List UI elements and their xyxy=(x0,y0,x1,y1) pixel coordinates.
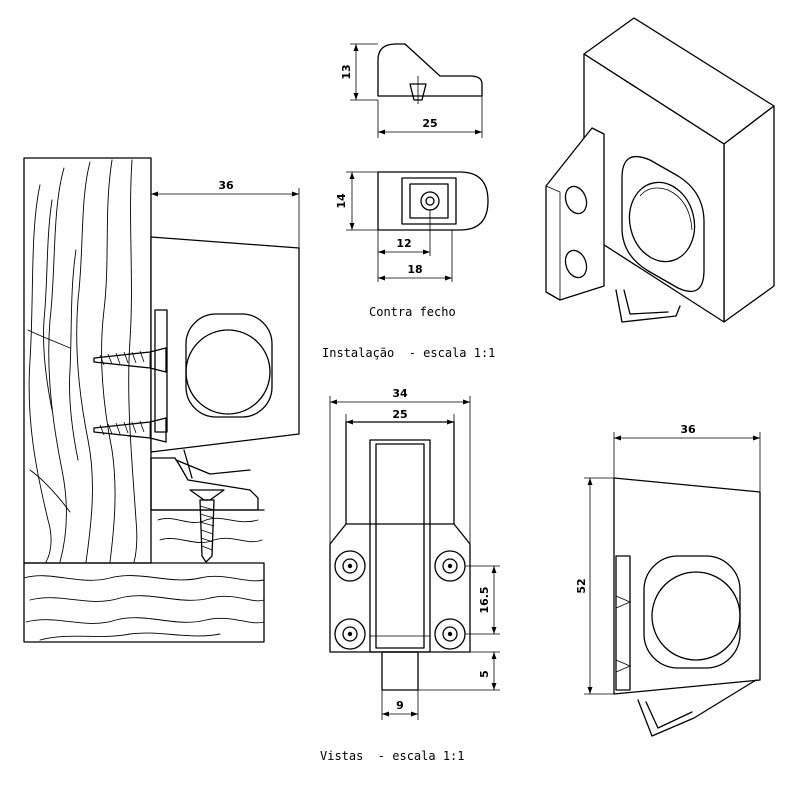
strike-height-label: 13 xyxy=(340,64,353,79)
screw-upper xyxy=(93,347,167,373)
strike-depth-label: 18 xyxy=(407,263,422,276)
contra-fecho-caption: Contra fecho xyxy=(369,305,456,319)
front-hole-spacing-label: 16.5 xyxy=(478,586,491,613)
side-width-label: 36 xyxy=(680,423,696,436)
wood-shelf xyxy=(23,509,265,643)
installation-view: 36 xyxy=(23,157,300,643)
screw-lower xyxy=(93,417,167,443)
strike-length-label: 25 xyxy=(422,117,437,130)
screw-holes xyxy=(334,550,466,650)
strike-side-view: 13 25 xyxy=(340,43,483,138)
knob xyxy=(185,329,271,415)
front-bolt-offset-label: 5 xyxy=(478,670,491,678)
strike-top-view: 14 12 18 xyxy=(335,171,489,282)
isometric-view xyxy=(545,17,775,323)
strike-plate-views: 13 25 14 12 18 xyxy=(335,43,489,319)
wood-panel xyxy=(23,157,152,564)
install-width-label: 36 xyxy=(218,179,234,192)
strike-installed xyxy=(150,449,259,563)
front-outer-width-label: 34 xyxy=(392,387,408,400)
front-inner-width-label: 25 xyxy=(392,408,407,421)
install-width-dimension: 36 xyxy=(151,179,300,248)
strike-width-label: 14 xyxy=(335,193,348,209)
side-height-label: 52 xyxy=(575,578,588,593)
strike-hole-offset-label: 12 xyxy=(396,237,411,250)
bolt xyxy=(381,651,419,691)
vistas-caption: Vistas - escala 1:1 xyxy=(320,749,465,763)
latch-body xyxy=(150,236,300,453)
front-view: 34 25 16.5 5 9 xyxy=(329,387,500,720)
instalacao-caption: Instalação - escala 1:1 xyxy=(322,346,495,360)
side-view: 36 52 xyxy=(575,423,761,737)
front-bolt-width-label: 9 xyxy=(396,699,404,712)
